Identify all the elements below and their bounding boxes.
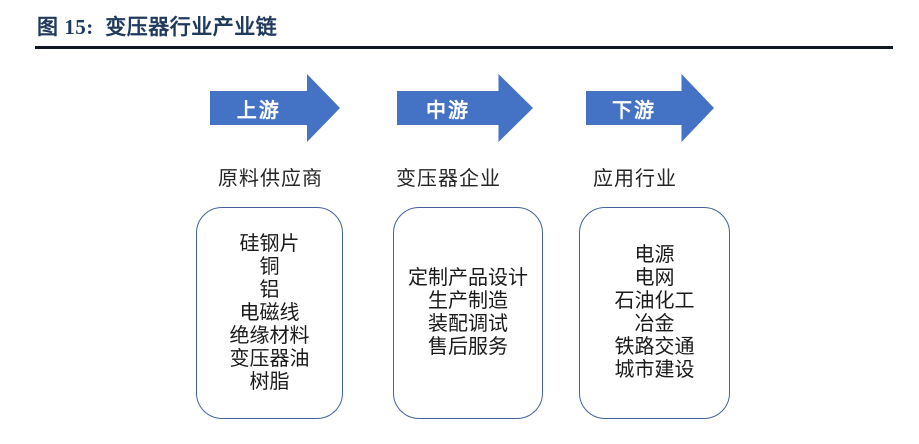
stage-label-midstream: 变压器企业 [396,168,501,190]
arrow-right-shape [397,74,533,142]
box-item: 电网 [634,267,675,289]
box-item: 树脂 [249,370,290,393]
box-item: 售后服务 [428,336,508,358]
midstream-items-box: 定制产品设计 生产制造 装配调试 售后服务 [393,207,543,419]
arrow-right-icon [586,74,714,142]
box-item: 绝缘材料 [229,324,310,347]
downstream-arrow-label: 下游 [612,99,656,122]
stage-label-upstream: 原料供应商 [218,168,323,190]
downstream-items-box: 电源 电网 石油化工 冶金 铁路交通 城市建设 [579,207,730,419]
arrow-right-shape [210,74,340,142]
box-item: 变压器油 [229,347,310,370]
arrow-right-shape [586,74,714,142]
box-item: 石油化工 [614,290,695,312]
box-item: 电磁线 [239,301,300,324]
box-item: 硅钢片 [239,232,300,255]
box-item: 铜 [259,255,280,278]
figure-title: 图 15: 变压器行业产业链 [37,15,278,39]
title-rule [35,46,893,49]
stage-label-downstream: 应用行业 [593,168,677,190]
box-item: 冶金 [634,313,675,335]
arrow-right-icon [397,74,533,142]
box-item: 生产制造 [428,290,508,312]
box-item: 定制产品设计 [408,267,528,289]
midstream-arrow-label: 中游 [426,99,470,122]
upstream-items-box: 硅钢片 铜 铝 电磁线 绝缘材料 变压器油 树脂 [196,207,343,419]
box-item: 铝 [259,278,280,301]
box-item: 电源 [634,244,675,266]
box-item: 铁路交通 [614,336,695,358]
box-item: 城市建设 [614,359,695,381]
upstream-arrow: 上游 [210,74,340,142]
midstream-arrow: 中游 [397,74,533,142]
box-item: 装配调试 [428,313,508,335]
arrow-right-icon [210,74,340,142]
upstream-arrow-label: 上游 [236,99,281,122]
downstream-arrow: 下游 [586,74,714,142]
